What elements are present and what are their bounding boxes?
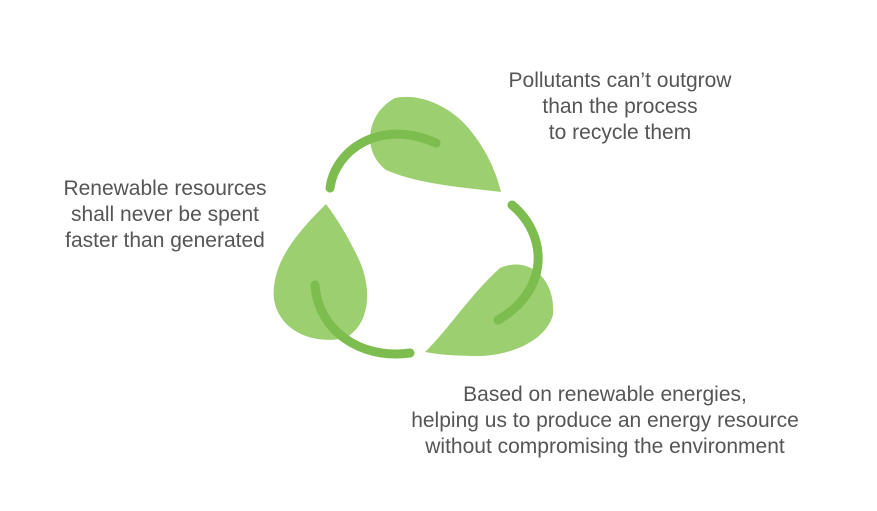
caption-renewable-resources: Renewable resources shall never be spent… bbox=[40, 176, 290, 254]
caption-line: Based on renewable energies, bbox=[463, 383, 747, 406]
caption-line: without compromising the environment bbox=[425, 435, 785, 458]
right-leaf bbox=[425, 264, 554, 356]
caption-line: Pollutants can’t outgrow bbox=[508, 69, 732, 92]
caption-line: to recycle them bbox=[548, 121, 692, 144]
caption-line: shall never be spent bbox=[71, 203, 259, 226]
top-arc bbox=[325, 129, 441, 193]
caption-pollutants: Pollutants can’t outgrow than the proces… bbox=[480, 68, 760, 146]
caption-line: than the process bbox=[542, 95, 698, 118]
caption-renewable-energies: Based on renewable energies, helping us … bbox=[385, 382, 825, 460]
caption-line: faster than generated bbox=[65, 229, 265, 252]
caption-line: Renewable resources bbox=[63, 177, 267, 200]
bottom-arc bbox=[310, 280, 415, 359]
left-leaf bbox=[273, 204, 368, 340]
caption-line: helping us to produce an energy resource bbox=[411, 409, 799, 432]
right-arc bbox=[493, 200, 543, 325]
